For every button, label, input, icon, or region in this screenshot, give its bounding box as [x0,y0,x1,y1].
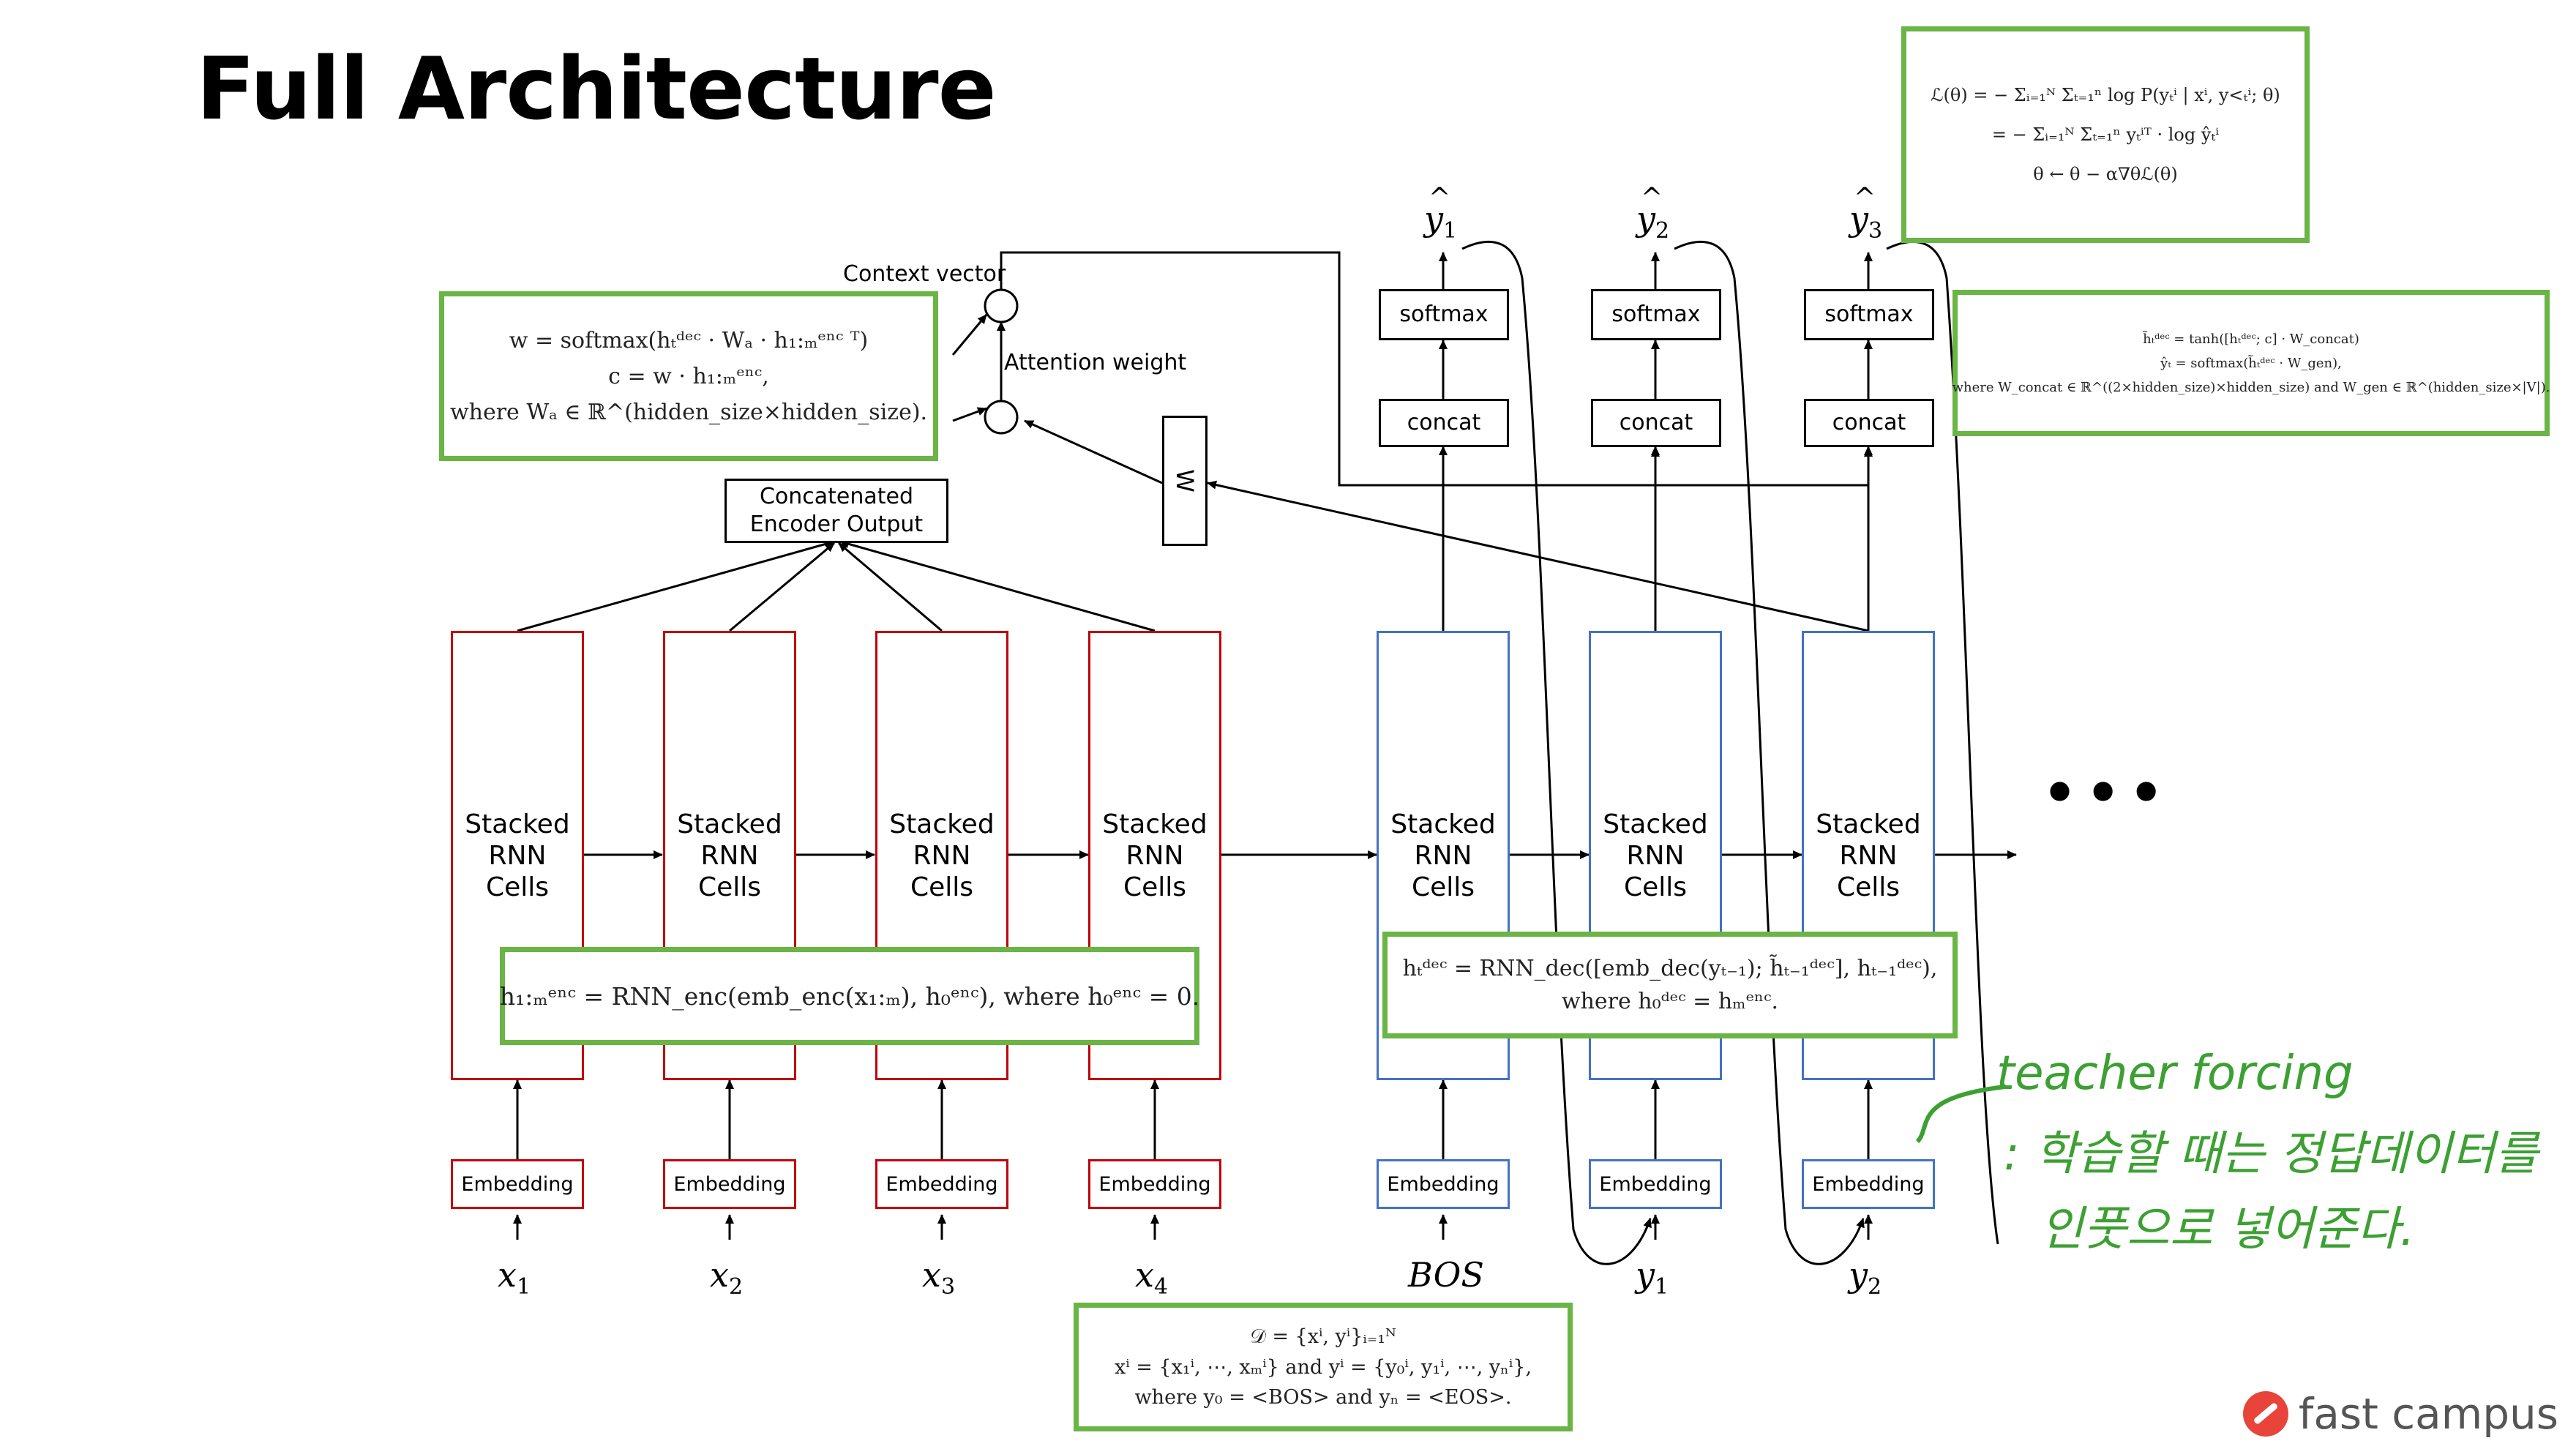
embedding-y1: Embedding [1589,1159,1722,1209]
softmax-2: softmax [1591,289,1721,340]
concat-2: concat [1591,399,1721,447]
output-yhat1: y1 [1424,183,1457,244]
loss-eq-line1: ℒ(θ) = − Σᵢ₌₁ᴺ Σₜ₌₁ⁿ log P(yₜⁱ | xⁱ, y<ₜ… [1931,85,2280,105]
embedding-x3: Embedding [875,1159,1008,1209]
handwritten-line-1: teacher forcing [1996,1046,2354,1101]
encoder-equation-box: h₁:ₘᵉⁿᶜ = RNN_enc(emb_enc(x₁:ₘ), h₀ᵉⁿᶜ),… [500,947,1199,1045]
loss-equation-box: ℒ(θ) = − Σᵢ₌₁ᴺ Σₜ₌₁ⁿ log P(yₜⁱ | xⁱ, y<ₜ… [1901,26,2310,243]
w-matrix-box: W [1162,416,1208,546]
attention-weight-circle [984,400,1019,435]
attn-eq-line3: where Wₐ ∈ ℝ^(hidden_size×hidden_size). [449,399,928,425]
attention-equation-box: w = softmax(hₜᵈᵉᶜ · Wₐ · h₁:ₘᵉⁿᶜ ᵀ) c = … [439,291,938,461]
generator-equation-box: h̃ₜᵈᵉᶜ = tanh([hₜᵈᵉᶜ; c] · W_concat) ŷₜ … [1952,290,2550,436]
page-title: Full Architecture [196,38,997,139]
embedding-x2: Embedding [663,1159,796,1209]
input-x1: x1 [498,1255,531,1300]
w-label: W [1170,469,1199,493]
input-x3: x3 [922,1255,956,1300]
embedding-x1: Embedding [451,1159,584,1209]
gen-eq-line1: h̃ₜᵈᵉᶜ = tanh([hₜᵈᵉᶜ; c] · W_concat) [2143,331,2359,347]
output-yhat3: y3 [1849,183,1882,244]
ellipsis: ••• [2040,755,2171,832]
gen-eq-line3: where W_concat ∈ ℝ^((2×hidden_size)×hidd… [1952,379,2550,395]
decoder-equation-box: hₜᵈᵉᶜ = RNN_dec([emb_dec(yₜ₋₁); h̃ₜ₋₁ᵈᵉᶜ… [1382,932,1958,1038]
data-eq-line1: 𝒟 = {xⁱ, yⁱ}ᵢ₌₁ᴺ [1250,1325,1396,1348]
input-bos: BOS [1408,1255,1484,1295]
embedding-x4: Embedding [1088,1159,1221,1209]
data-eq-line2: xⁱ = {x₁ⁱ, ⋯, xₘⁱ} and yⁱ = {y₀ⁱ, y₁ⁱ, ⋯… [1114,1356,1532,1379]
concat-1: concat [1379,399,1509,447]
gen-eq-line2: ŷₜ = softmax(h̃ₜᵈᵉᶜ · W_gen), [2160,355,2342,371]
context-vector-label: Context vector [843,261,1006,287]
softmax-1: softmax [1379,289,1509,340]
embedding-bos: Embedding [1377,1159,1510,1209]
brand-logo: fast campus [2242,1389,2558,1439]
concatenated-encoder-output: Concatenated Encoder Output [724,479,948,543]
handwritten-line-3: 인풋으로 넣어준다. [2040,1202,2415,1257]
fastcampus-logo-icon [2242,1391,2288,1437]
loss-eq-line2: = − Σᵢ₌₁ᴺ Σₜ₌₁ⁿ yₜⁱᵀ · log ŷₜⁱ [1991,124,2220,145]
embedding-y2: Embedding [1802,1159,1935,1209]
dec-eq-line1: hₜᵈᵉᶜ = RNN_dec([emb_dec(yₜ₋₁); h̃ₜ₋₁ᵈᵉᶜ… [1402,956,1938,981]
loss-eq-line3: θ ← θ − α∇θℒ(θ) [2033,164,2178,184]
concat-3: concat [1804,399,1934,447]
input-x2: x2 [710,1255,744,1300]
input-y2: y2 [1849,1255,1882,1300]
brand-name: fast campus [2298,1389,2558,1439]
data-eq-line3: where y₀ = <BOS> and yₙ = <EOS>. [1134,1386,1512,1409]
attn-eq-line2: c = w · h₁:ₘᵉⁿᶜ, [608,363,769,389]
dec-eq-line2: where h₀ᵈᵉᶜ = hₘᵉⁿᶜ. [1561,989,1779,1014]
attention-weight-label: Attention weight [1004,350,1187,375]
context-circle [984,288,1019,323]
input-y1: y1 [1636,1255,1669,1300]
attn-eq-line1: w = softmax(hₜᵈᵉᶜ · Wₐ · h₁:ₘᵉⁿᶜ ᵀ) [509,327,869,353]
softmax-3: softmax [1804,289,1934,340]
output-yhat2: y2 [1636,183,1669,244]
handwritten-line-2: : 학습할 때는 정답데이터를 [2004,1127,2539,1181]
input-x4: x4 [1135,1255,1169,1300]
dataset-equation-box: 𝒟 = {xⁱ, yⁱ}ᵢ₌₁ᴺ xⁱ = {x₁ⁱ, ⋯, xₘⁱ} and … [1074,1303,1573,1431]
enc-eq-line1: h₁:ₘᵉⁿᶜ = RNN_enc(emb_enc(x₁:ₘ), h₀ᵉⁿᶜ),… [499,981,1200,1011]
